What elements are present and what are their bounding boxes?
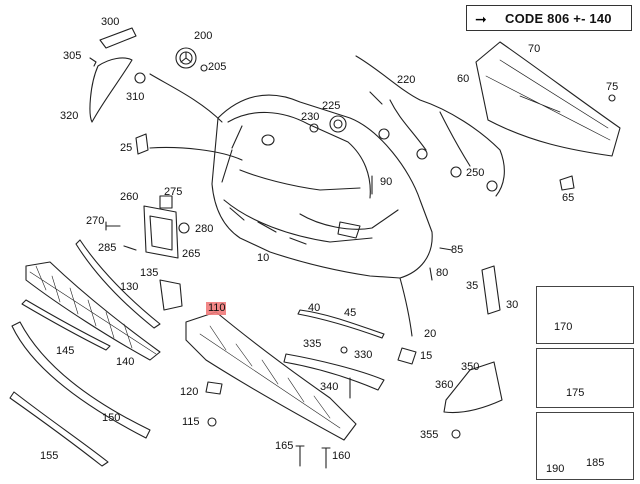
part-320	[89, 57, 133, 123]
part-label-355[interactable]: 355	[420, 429, 439, 441]
part-label-70[interactable]: 70	[528, 43, 541, 55]
part-label-45[interactable]: 45	[344, 307, 357, 319]
part-label-60[interactable]: 60	[457, 73, 470, 85]
part-label-360[interactable]: 360	[435, 379, 454, 391]
part-label-80[interactable]: 80	[436, 267, 449, 279]
inset-panel-175	[536, 348, 634, 408]
lower-grille	[25, 261, 161, 361]
part-label-350[interactable]: 350	[461, 361, 480, 373]
bumper-cover	[211, 94, 433, 279]
part-label-115[interactable]: 115	[182, 416, 200, 428]
part-label-340[interactable]: 340	[320, 381, 339, 393]
part-label-130[interactable]: 130	[120, 281, 139, 293]
emblem-part	[175, 47, 197, 69]
wiring-harness	[355, 55, 505, 197]
part-label-120[interactable]: 120	[180, 386, 199, 398]
part-label-15[interactable]: 15	[420, 350, 433, 362]
inset-panel-170	[536, 286, 634, 344]
lower-spoiler	[11, 321, 151, 439]
part-label-75[interactable]: 75	[606, 81, 619, 93]
part-label-190[interactable]: 190	[546, 463, 565, 475]
part-label-280[interactable]: 280	[195, 223, 214, 235]
part-label-110[interactable]: 110	[208, 302, 226, 314]
part-label-270[interactable]: 270	[86, 215, 105, 227]
bumper-support	[185, 311, 357, 441]
part-label-30[interactable]: 30	[506, 299, 519, 311]
part-label-205[interactable]: 205	[208, 61, 227, 73]
part-label-225[interactable]: 225	[322, 100, 341, 112]
part-label-200[interactable]: 200	[194, 30, 213, 42]
part-label-320[interactable]: 320	[60, 110, 79, 122]
code-note-box: ➞ CODE 806 +- 140	[466, 5, 632, 31]
part-label-135[interactable]: 135	[140, 267, 159, 279]
part-label-170[interactable]: 170	[554, 321, 573, 333]
part-label-160[interactable]: 160	[332, 450, 351, 462]
part-label-85[interactable]: 85	[451, 244, 464, 256]
part-label-310[interactable]: 310	[126, 91, 145, 103]
highlight-part-110	[206, 302, 226, 315]
part-label-285[interactable]: 285	[98, 242, 117, 254]
part-label-140[interactable]: 140	[116, 356, 135, 368]
part-label-265[interactable]: 265	[182, 248, 201, 260]
part-label-20[interactable]: 20	[424, 328, 437, 340]
part-label-175[interactable]: 175	[566, 387, 585, 399]
part-label-65[interactable]: 65	[562, 192, 575, 204]
part-label-165[interactable]: 165	[275, 440, 294, 452]
part-label-90[interactable]: 90	[380, 176, 393, 188]
part-label-25[interactable]: 25	[120, 142, 133, 154]
part-300	[99, 27, 137, 49]
part-label-150[interactable]: 150	[102, 412, 121, 424]
license-plate-bracket	[143, 205, 179, 259]
part-label-330[interactable]: 330	[354, 349, 373, 361]
part-label-305[interactable]: 305	[63, 50, 82, 62]
part-label-260[interactable]: 260	[120, 191, 139, 203]
part-label-275[interactable]: 275	[164, 186, 183, 198]
crossmember	[475, 41, 621, 157]
part-label-220[interactable]: 220	[397, 74, 416, 86]
part-label-145[interactable]: 145	[56, 345, 75, 357]
part-label-335[interactable]: 335	[303, 338, 322, 350]
arrow-right-icon: ➞	[475, 11, 487, 27]
part-label-185[interactable]: 185	[586, 457, 605, 469]
part-label-250[interactable]: 250	[466, 167, 485, 179]
inset-panel-185	[536, 412, 634, 480]
code-note-text: CODE 806 +- 140	[505, 11, 612, 26]
part-label-300[interactable]: 300	[101, 16, 120, 28]
part-label-35[interactable]: 35	[466, 280, 479, 292]
part-label-40[interactable]: 40	[308, 302, 321, 314]
part-label-10[interactable]: 10	[257, 252, 270, 264]
part-label-230[interactable]: 230	[301, 111, 320, 123]
part-label-155[interactable]: 155	[40, 450, 59, 462]
